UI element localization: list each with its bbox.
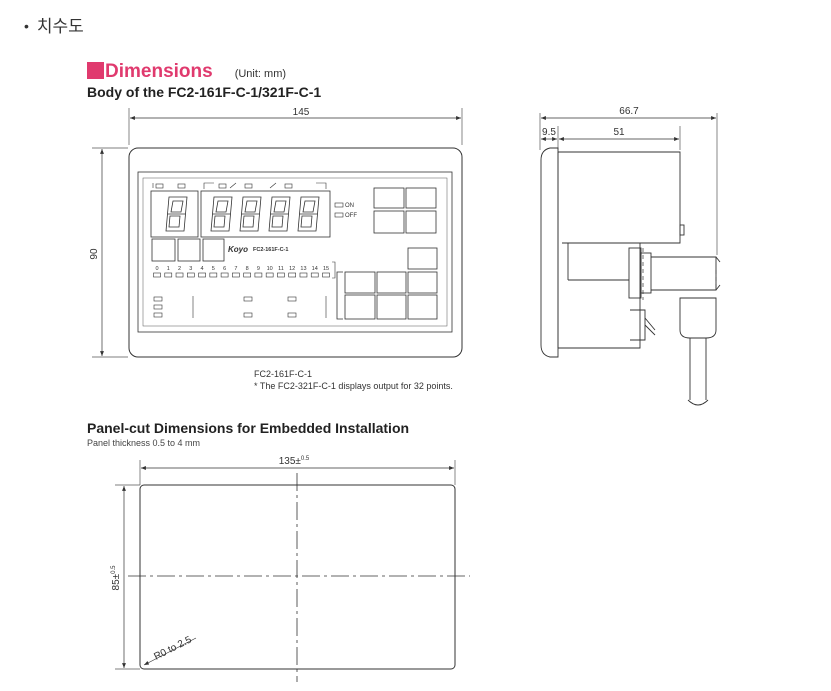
caption-model: FC2-161F-C-1 xyxy=(254,369,313,379)
panel-radius-label: R0 to 2.5 xyxy=(152,634,194,662)
seven-segment-digit xyxy=(268,196,291,232)
seven-segment-digit-inner xyxy=(271,200,287,228)
channel-indicator xyxy=(288,272,297,278)
body-heading: Body of the FC2-161F-C-1/321F-C-1 xyxy=(87,84,322,100)
channel-indicator xyxy=(254,272,263,278)
panel-width-tolerance: 0.5 xyxy=(301,456,310,462)
side-front-label: 9.5 xyxy=(542,127,556,138)
seven-segment-digit xyxy=(297,196,320,232)
channel-indicator xyxy=(299,272,308,278)
channel-indicator xyxy=(175,272,184,278)
channel-number: 0 xyxy=(155,266,158,272)
channel-number: 9 xyxy=(257,266,260,272)
panel-cut-outline xyxy=(139,484,456,670)
seven-segment-digit xyxy=(165,196,188,232)
section-heading-text: 치수도 xyxy=(36,17,84,36)
seven-segment-digit-inner xyxy=(168,200,184,228)
front-height-label: 90 xyxy=(89,248,100,260)
unit-label: (Unit: mm) xyxy=(234,68,287,80)
panel-cut-heading: Panel-cut Dimensions for Embedded Instal… xyxy=(87,420,410,436)
section-heading: • 치수도 xyxy=(24,12,84,37)
seven-segment-digit-inner xyxy=(213,200,229,228)
channel-number: 8 xyxy=(246,266,249,272)
channel-indicator xyxy=(198,272,206,278)
pink-square-icon xyxy=(87,62,104,79)
front-model-label: FC2-161F-C-1 xyxy=(253,247,288,253)
channel-number: 13 xyxy=(300,266,306,272)
channel-indicator xyxy=(232,272,240,278)
caption-note: * The FC2-321F-C-1 displays output for 3… xyxy=(254,381,453,391)
side-total-label: 66.7 xyxy=(619,106,639,117)
channel-indicator xyxy=(277,272,285,278)
channel-number: 4 xyxy=(201,266,204,272)
channel-number: 10 xyxy=(267,266,273,272)
panel-height-tolerance: 0.5 xyxy=(111,565,117,574)
channel-number: 7 xyxy=(234,266,237,272)
channel-number: 2 xyxy=(178,266,181,272)
front-width-label: 145 xyxy=(293,107,310,118)
front-view: 145 90 ON OFF xyxy=(89,107,463,358)
channel-number: 3 xyxy=(189,266,192,272)
channel-number: 5 xyxy=(212,266,215,272)
off-label: OFF xyxy=(345,213,357,219)
panel-height-text: 85± xyxy=(111,573,122,590)
brand-logo: Koyo xyxy=(228,245,248,254)
seven-segment-digit-inner xyxy=(242,200,258,228)
channel-number: 1 xyxy=(167,266,170,272)
panel-width-label: 135±0.5 xyxy=(279,456,310,467)
side-view: 66.7 9.5 51 xyxy=(539,106,721,406)
channel-indicator xyxy=(153,272,161,278)
panel-width-text: 135± xyxy=(279,456,302,467)
channel-indicator xyxy=(243,272,251,278)
channel-indicator xyxy=(265,272,274,278)
panel-height-label: 85±0.5 xyxy=(111,565,122,591)
seven-segment-digits xyxy=(165,196,320,232)
channel-number: 11 xyxy=(278,266,284,272)
seven-segment-digit xyxy=(210,196,233,232)
panel-thickness-note: Panel thickness 0.5 to 4 mm xyxy=(87,438,201,448)
channel-indicator xyxy=(322,272,330,278)
seven-segment-digit-inner xyxy=(300,200,316,228)
channel-indicator xyxy=(209,272,218,278)
channel-indicator xyxy=(220,272,229,278)
channel-number: 15 xyxy=(323,266,329,272)
channel-indicator xyxy=(310,272,319,278)
dimensions-title-text: Dimensions xyxy=(105,61,213,82)
channel-indicator xyxy=(187,272,195,278)
channel-number: 14 xyxy=(312,266,318,272)
front-panel-outline xyxy=(137,171,453,333)
radius-leader-line xyxy=(143,637,197,666)
front-body-outline xyxy=(128,147,463,358)
channel-number: 6 xyxy=(223,266,226,272)
side-body-label: 51 xyxy=(613,127,625,138)
on-label: ON xyxy=(345,203,354,209)
dimensions-title: Dimensions (Unit: mm) xyxy=(87,60,286,83)
seven-segment-digit xyxy=(239,196,262,232)
channel-indicator xyxy=(164,272,173,278)
panel-cut-view: 135±0.5 85±0.5 R0 to 2.5 xyxy=(111,456,470,682)
channel-number: 12 xyxy=(289,266,295,272)
bullet-dot: • xyxy=(24,18,29,34)
